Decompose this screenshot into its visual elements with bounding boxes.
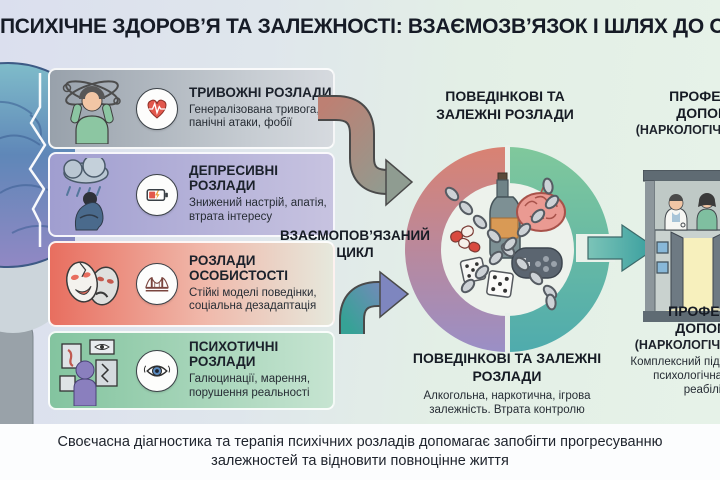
help-top-title: ПРОФЕСІЙНА ДОПОМОГА — [669, 88, 720, 121]
depressed-person-illustration — [63, 157, 109, 230]
disorder-title: ПСИХОТИЧНІ РОЗЛАДИ — [189, 339, 279, 370]
disorder-description: Стійкі моделі поведінки, соціальна дезад… — [189, 286, 317, 313]
disorder-row-anxiety: ТРИВОЖНІ РОЗЛАДИ Генералізована тривога,… — [48, 68, 335, 149]
cycle-center-label: ВЗАЄМОПОВ’ЯЗАНИЙ ЦИКЛ — [280, 228, 430, 260]
anxious-person-illustration — [62, 79, 121, 144]
pills-icon — [458, 237, 481, 253]
bridge-icon — [136, 263, 178, 305]
cycle-bottom-description: Алкогольна, наркотична, ігрова залежніст… — [423, 390, 591, 417]
footer-text: Своєчасна діагностика та терапія психічн… — [57, 434, 663, 469]
help-bottom-subtitle: (НАРКОЛОГІЧНИЙ ЦЕНТР) — [634, 337, 720, 352]
disorder-title: ДЕПРЕСИВНІ РОЗЛАДИ — [189, 163, 279, 194]
disorder-row-psychotic: ПСИХОТИЧНІ РОЗЛАДИ Галюцинації, марення,… — [48, 331, 335, 410]
door-light — [683, 238, 713, 310]
disorder-description: Генералізована тривога, панічні атаки, ф… — [189, 103, 320, 130]
cycle-bottom-block: ПОВЕДІНКОВІ ТА ЗАЛЕЖНІ РОЗЛАДИ Алкогольн… — [412, 350, 602, 418]
help-bottom-description: Комплексний підхід: медична та психологі… — [630, 355, 720, 397]
eye-icon — [136, 349, 178, 392]
help-bottom-title: ПРОФЕСІЙНА ДОПОМОГА — [668, 303, 720, 336]
window — [656, 261, 669, 274]
disorder-row-personality: РОЗЛАДИ ОСОБИСТОСТІ Стійкі моделі поведі… — [48, 241, 335, 327]
cycle-top-label: ПОВЕДІНКОВІ ТА ЗАЛЕЖНІ РОЗЛАДИ — [436, 88, 574, 122]
pills-icon — [450, 225, 474, 243]
disorder-row-depression: ДЕПРЕСИВНІ РОЗЛАДИ Знижений настрій, апа… — [48, 152, 335, 237]
hallucination-illustration — [59, 338, 118, 406]
disorder-title: РОЗЛАДИ ОСОБИСТОСТІ — [189, 252, 289, 283]
stand-shape — [0, 319, 34, 435]
help-top-subtitle: (НАРКОЛОГІЧНИЙ ЦЕНТР) — [635, 122, 720, 137]
help-bottom-block: ПРОФЕСІЙНА ДОПОМОГА (НАРКОЛОГІЧНИЙ ЦЕНТР… — [628, 303, 720, 398]
chains-icon — [444, 177, 560, 311]
eeg-line — [28, 73, 47, 247]
low-battery-icon — [136, 173, 178, 216]
page-title: ПСИХІЧНЕ ЗДОРОВ’Я ТА ЗАЛЕЖНОСТІ: ВЗАЄМОЗ… — [0, 15, 720, 38]
cycle-bottom-label: ПОВЕДІНКОВІ ТА ЗАЛЕЖНІ РОЗЛАДИ — [412, 350, 602, 384]
theater-masks-illustration — [65, 261, 120, 306]
disorder-description: Знижений настрій, апатія, втрата інтерес… — [189, 197, 327, 223]
footer-strip — [0, 424, 720, 480]
disorder-title: ТРИВОЖНІ РОЗЛАДИ — [189, 84, 332, 100]
clinic-building-illustration — [643, 170, 720, 322]
disorder-description: Галюцинації, марення, порушення реальнос… — [189, 373, 311, 399]
window — [656, 241, 669, 254]
nurse-figure — [696, 193, 718, 231]
doctor-figure — [664, 194, 688, 231]
ring-gap — [576, 234, 615, 262]
addiction-cycle-ring — [405, 145, 615, 354]
heart-ecg-icon — [136, 87, 178, 130]
help-top-block: ПРОФЕСІЙНА ДОПОМОГА (НАРКОЛОГІЧНИЙ ЦЕНТР… — [632, 88, 720, 138]
open-door — [712, 233, 720, 315]
